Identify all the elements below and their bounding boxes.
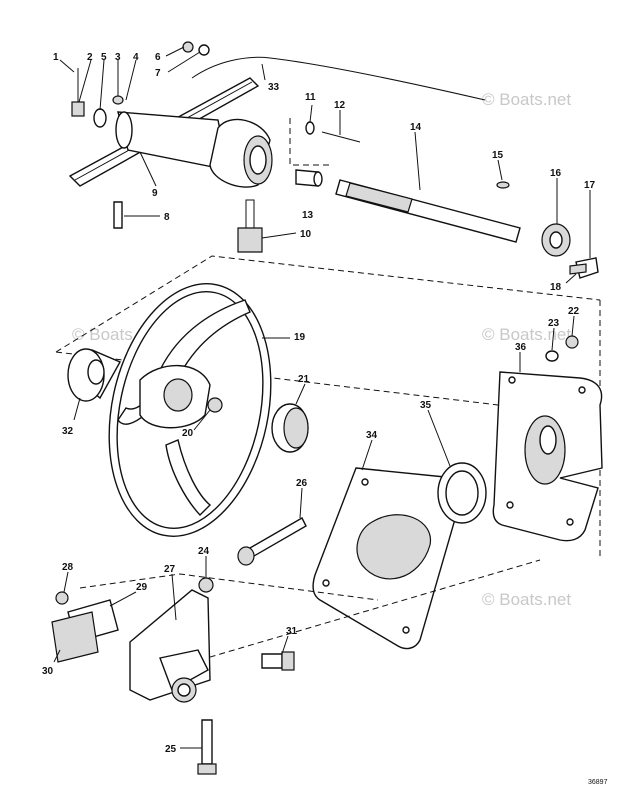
mounting-bolt bbox=[113, 201, 123, 229]
watermark-bottom-right: © Boats.net bbox=[482, 590, 571, 609]
assembly-outline-bottom bbox=[79, 573, 379, 601]
callout-1: 1 bbox=[53, 52, 59, 63]
callout-11: 11 bbox=[305, 92, 316, 103]
hub-spacer bbox=[67, 348, 121, 402]
callout-36: 36 bbox=[515, 342, 527, 353]
callout-35: 35 bbox=[420, 400, 432, 411]
callout-25: 25 bbox=[165, 744, 177, 755]
callout-14: 14 bbox=[410, 122, 422, 133]
callout-23: 23 bbox=[548, 318, 560, 329]
drawing-code: 36897 bbox=[588, 779, 608, 786]
callout-29: 29 bbox=[136, 582, 148, 593]
callout-22: 22 bbox=[568, 306, 580, 317]
nut-part-6 bbox=[182, 41, 194, 53]
callout-9: 9 bbox=[152, 188, 158, 199]
callout-numbers: 1 2 3 4 5 6 7 8 9 10 11 12 13 14 15 16 1… bbox=[42, 52, 596, 755]
callout-7: 7 bbox=[155, 68, 161, 79]
washer-part-5 bbox=[93, 108, 107, 128]
wheel-spoke-lower bbox=[165, 439, 212, 517]
callout-27: 27 bbox=[164, 564, 176, 575]
bolt-part-31 bbox=[261, 651, 295, 671]
watermark-middle-right: © Boats.net bbox=[482, 325, 571, 344]
key-part-15 bbox=[496, 181, 510, 189]
helm-assembly bbox=[68, 41, 486, 253]
clamp-bracket bbox=[129, 589, 211, 703]
assembly-outline-bottom-lower bbox=[199, 559, 541, 661]
callout-26: 26 bbox=[296, 478, 308, 489]
screw-part-12 bbox=[321, 131, 361, 143]
callout-12: 12 bbox=[334, 100, 346, 111]
callout-24: 24 bbox=[198, 546, 210, 557]
nut-part-24 bbox=[198, 577, 214, 593]
wheel-spoke-upper bbox=[159, 299, 251, 379]
pad-part-30 bbox=[51, 611, 99, 663]
wheel-nut bbox=[207, 397, 223, 413]
callout-28: 28 bbox=[62, 562, 74, 573]
callout-10: 10 bbox=[300, 229, 312, 240]
center-cap bbox=[271, 403, 309, 453]
callout-31: 31 bbox=[286, 626, 298, 637]
callout-2: 2 bbox=[87, 52, 93, 63]
watermark-top-right: © Boats.net bbox=[482, 90, 571, 109]
callout-5: 5 bbox=[101, 52, 107, 63]
washer-part-23 bbox=[545, 350, 559, 362]
nut-part-2 bbox=[71, 101, 85, 117]
long-bolt bbox=[237, 517, 307, 566]
callout-3: 3 bbox=[115, 52, 121, 63]
callout-8: 8 bbox=[164, 212, 170, 223]
nut-part-28 bbox=[55, 591, 69, 605]
pinion-gear bbox=[237, 227, 263, 253]
bracket-outline-dashed bbox=[289, 118, 330, 166]
nut-part-22 bbox=[565, 335, 579, 349]
callout-21: 21 bbox=[298, 374, 310, 385]
clip-part-18 bbox=[569, 263, 587, 275]
callout-30: 30 bbox=[42, 666, 54, 677]
assembly-outline-upper bbox=[55, 255, 601, 353]
o-ring-seal bbox=[437, 462, 487, 524]
callout-16: 16 bbox=[550, 168, 562, 179]
steering-cable bbox=[191, 56, 486, 101]
mounting-bezel bbox=[312, 467, 464, 650]
callout-19: 19 bbox=[294, 332, 306, 343]
leader-lines bbox=[53, 46, 591, 749]
callout-13: 13 bbox=[302, 210, 314, 221]
lock-washer-part-3 bbox=[112, 95, 124, 105]
washer-part-7 bbox=[198, 44, 210, 56]
callout-18: 18 bbox=[550, 282, 562, 293]
bolt-part-25 bbox=[197, 719, 217, 775]
steering-wheel bbox=[108, 283, 272, 537]
callout-34: 34 bbox=[366, 430, 378, 441]
callout-33: 33 bbox=[268, 82, 280, 93]
callout-6: 6 bbox=[155, 52, 161, 63]
callout-4: 4 bbox=[133, 52, 139, 63]
spacer-part-11 bbox=[305, 121, 315, 135]
callout-17: 17 bbox=[584, 180, 596, 191]
callout-32: 32 bbox=[62, 426, 74, 437]
mounting-plate bbox=[492, 371, 603, 542]
callout-20: 20 bbox=[182, 428, 194, 439]
callout-15: 15 bbox=[492, 150, 504, 161]
shaft-group bbox=[289, 118, 599, 279]
